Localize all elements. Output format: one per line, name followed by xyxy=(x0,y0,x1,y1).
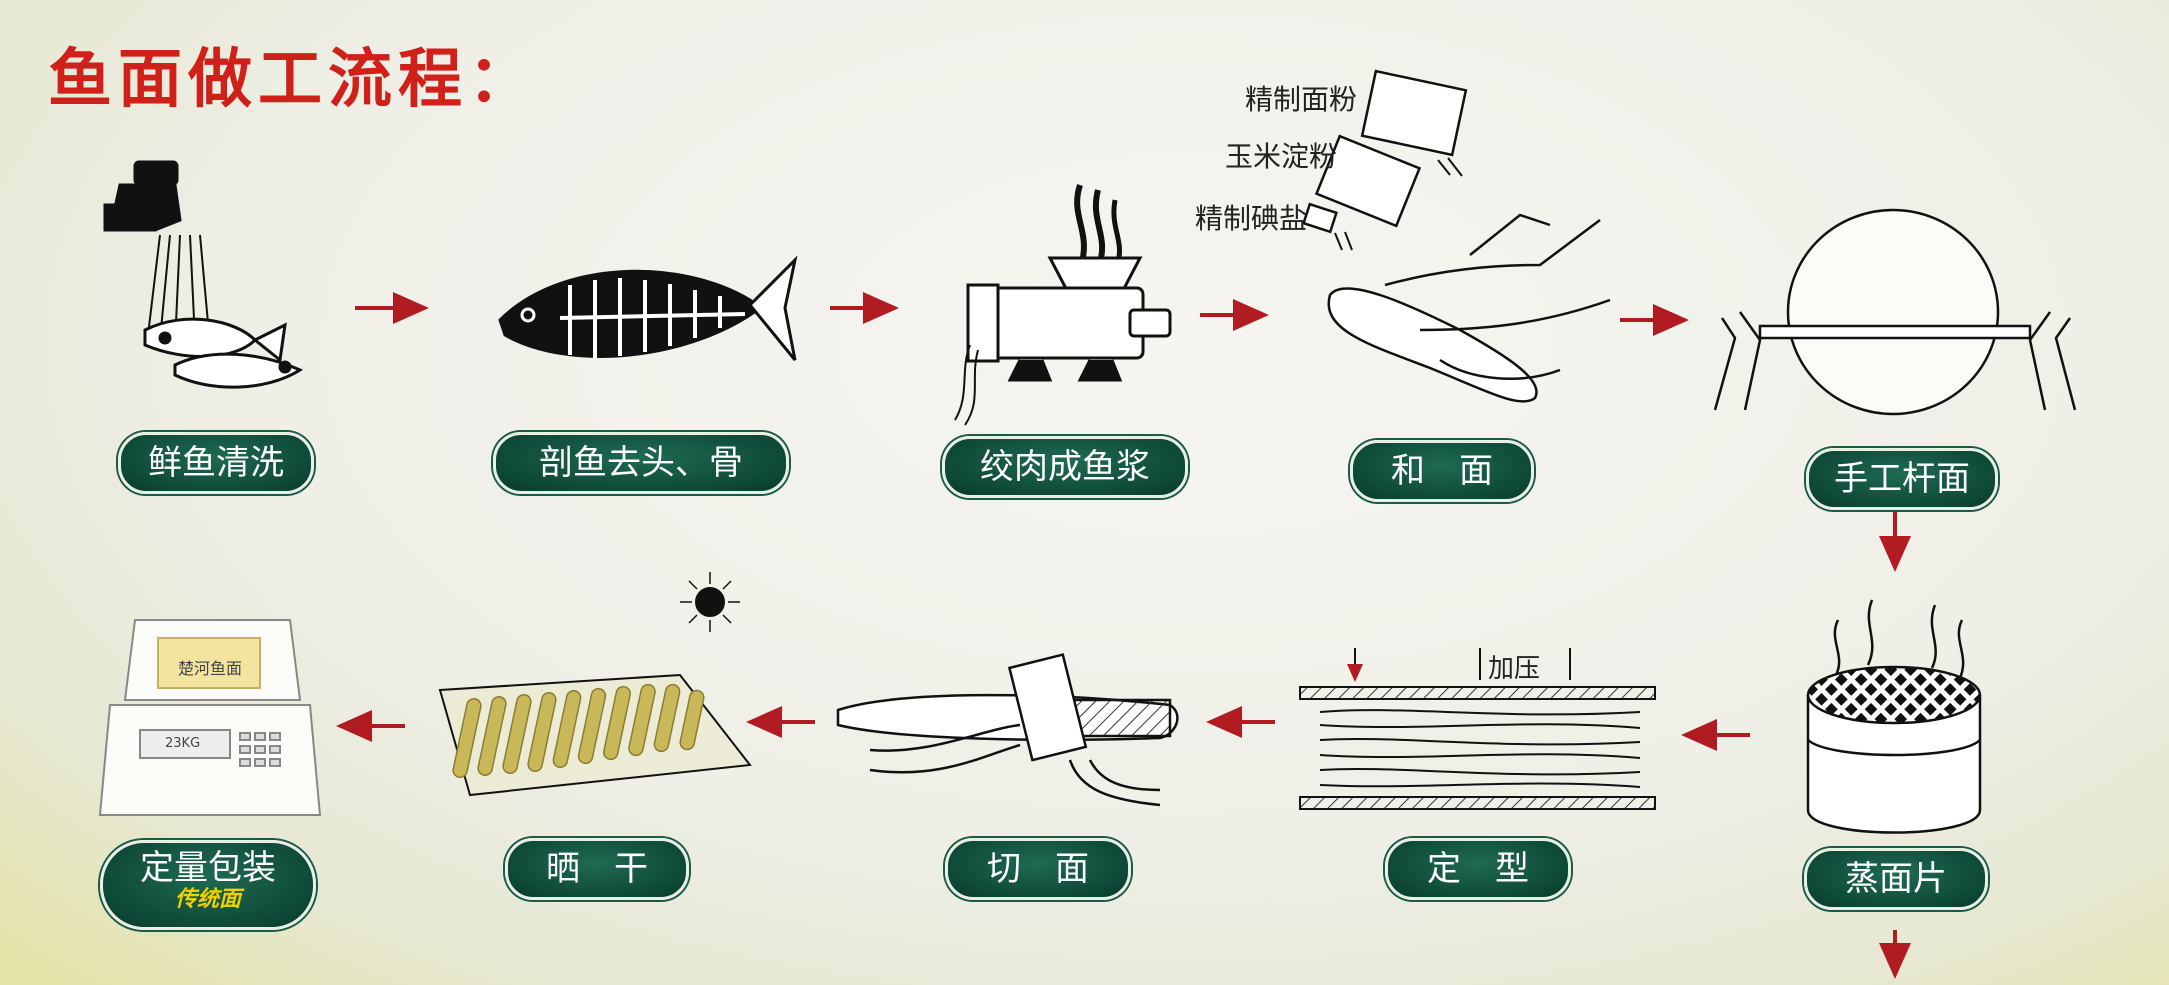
steamer-illustration xyxy=(1806,599,1982,834)
step-shape: 定 型 xyxy=(1385,838,1571,900)
ingredient-label-salt: 精制碘盐 xyxy=(1195,202,1308,235)
step-package-sublabel: 传统面 xyxy=(174,887,241,912)
ingredient-label-starch: 玉米淀粉 xyxy=(1225,140,1338,173)
ingredient-label-flour: 精制面粉 xyxy=(1245,83,1358,116)
step-sun-dry: 晒 干 xyxy=(505,838,689,900)
step-package: 定量包装 传统面 xyxy=(100,840,316,930)
scale-display: 23KG xyxy=(165,736,201,751)
faucet-fish-illustration xyxy=(103,160,304,389)
fish-skeleton-illustration xyxy=(498,255,798,361)
step-hand-roll: 手工杆面 xyxy=(1806,448,1998,510)
step-package-label: 定量包装 xyxy=(140,848,276,888)
scale-illustration xyxy=(98,619,322,816)
step-cut-noodles: 切 面 xyxy=(945,838,1131,900)
step-steam-sheet: 蒸面片 xyxy=(1804,848,1988,910)
cutting-illustration xyxy=(836,653,1179,807)
package-label: 楚河鱼面 xyxy=(178,659,243,678)
step-mince-fish-paste: 绞肉成鱼浆 xyxy=(942,436,1188,498)
page-title: 鱼面做工流程： xyxy=(48,43,538,117)
press-label: 加压 xyxy=(1488,654,1541,684)
flow-arrows xyxy=(336,292,1911,979)
drying-illustration xyxy=(438,572,752,797)
step-mix-dough: 和 面 xyxy=(1350,440,1534,502)
step-remove-head-bone: 剖鱼去头、骨 xyxy=(493,432,789,494)
pressing-illustration xyxy=(1299,648,1656,810)
kneading-illustration xyxy=(1302,69,1611,403)
rolling-illustration xyxy=(1713,208,2077,416)
meat-grinder-illustration xyxy=(954,184,1172,426)
step-wash-fish: 鲜鱼清洗 xyxy=(118,432,314,494)
